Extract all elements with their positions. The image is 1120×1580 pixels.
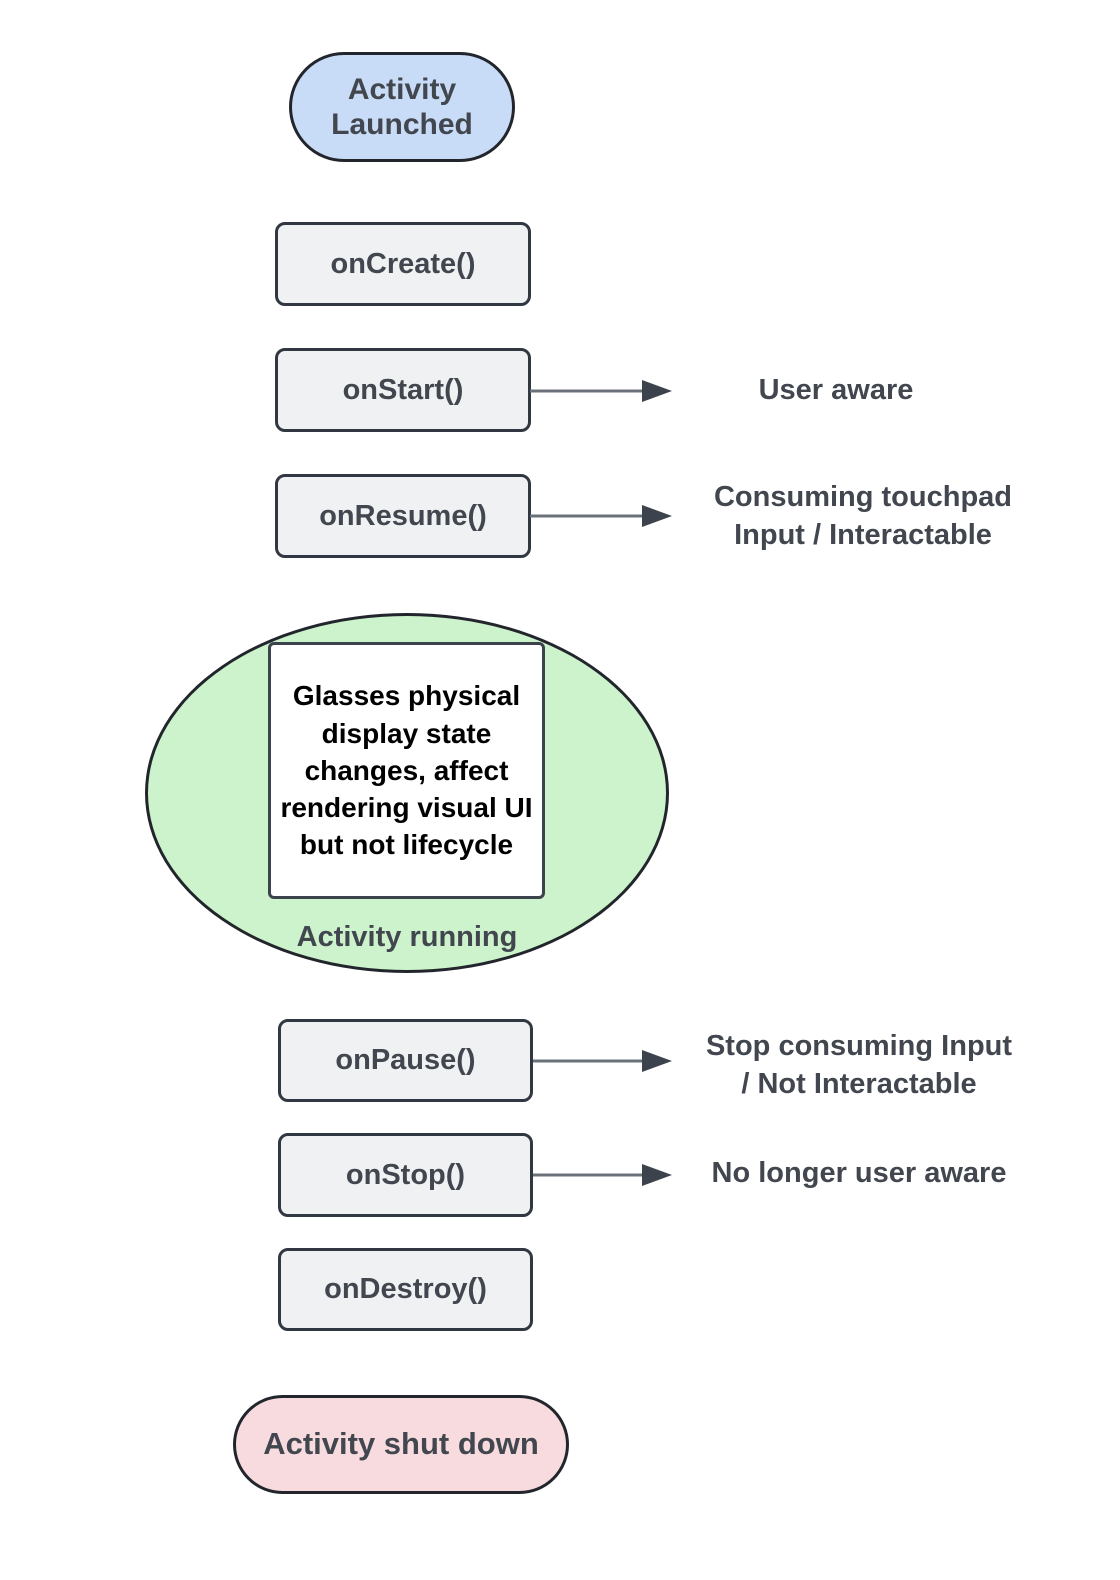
- arrow-on-start-to-user-aware: [530, 380, 672, 402]
- arrow-on-stop-to-no-longer-aware: [533, 1164, 672, 1186]
- node-on-start[interactable]: onStart(): [275, 348, 531, 432]
- node-activity-shut-down-label: Activity shut down: [263, 1426, 539, 1462]
- note-glasses-display-state: Glasses physical display state changes, …: [268, 642, 545, 899]
- node-on-destroy[interactable]: onDestroy(): [278, 1248, 533, 1331]
- node-on-resume-label: onResume(): [319, 499, 487, 532]
- node-activity-running-label: Activity running: [296, 921, 518, 953]
- node-on-resume[interactable]: onResume(): [275, 474, 531, 558]
- node-on-pause-label: onPause(): [335, 1044, 476, 1077]
- annotation-stop-consuming-input: Stop consuming Input / Not Interactable: [676, 1028, 1042, 1103]
- node-on-stop[interactable]: onStop(): [278, 1133, 533, 1217]
- arrow-on-pause-to-stop-consuming: [533, 1050, 672, 1072]
- node-activity-launched[interactable]: Activity Launched: [289, 52, 515, 162]
- node-on-create[interactable]: onCreate(): [275, 222, 531, 306]
- arrow-on-resume-to-consuming-input: [530, 505, 672, 527]
- annotation-user-aware-text: User aware: [758, 374, 914, 406]
- node-on-create-label: onCreate(): [330, 247, 476, 280]
- annotation-no-longer-user-aware-text: No longer user aware: [711, 1157, 1007, 1189]
- node-on-destroy-label: onDestroy(): [324, 1273, 487, 1306]
- annotation-consuming-input-line2: Input / Interactable: [734, 518, 992, 551]
- node-on-pause[interactable]: onPause(): [278, 1019, 533, 1102]
- node-on-start-label: onStart(): [342, 373, 464, 406]
- annotation-no-longer-user-aware: No longer user aware: [676, 1155, 1042, 1193]
- annotation-user-aware: User aware: [686, 372, 986, 410]
- annotation-consuming-input: Consuming touchpad Input / Interactable: [680, 479, 1046, 554]
- node-activity-shut-down[interactable]: Activity shut down: [233, 1395, 569, 1494]
- note-glasses-display-state-text: Glasses physical display state changes, …: [280, 680, 533, 861]
- annotation-stop-consuming-input-line1: Stop consuming Input: [705, 1030, 1013, 1062]
- node-activity-launched-label: Activity Launched: [331, 72, 473, 141]
- annotation-stop-consuming-input-line2: / Not Interactable: [741, 1067, 977, 1100]
- node-on-stop-label: onStop(): [345, 1158, 466, 1191]
- annotation-consuming-input-line1: Consuming touchpad: [713, 481, 1013, 513]
